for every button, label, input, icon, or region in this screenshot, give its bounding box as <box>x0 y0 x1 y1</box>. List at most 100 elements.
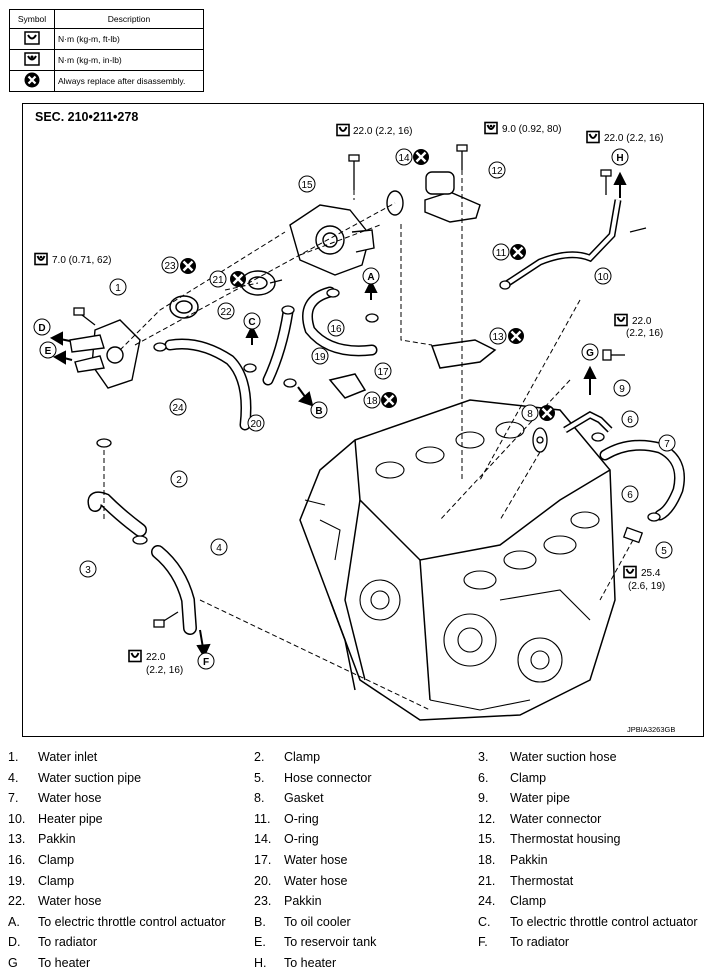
part-number: B. <box>254 914 266 929</box>
leader-lines <box>103 170 634 711</box>
callout-2: 2 <box>170 470 188 488</box>
part-name: To reservoir tank <box>284 935 377 950</box>
svg-text:7: 7 <box>664 439 670 450</box>
part-name: To electric throttle control actuator <box>510 914 698 929</box>
hose-connector <box>622 526 644 544</box>
hoses <box>87 199 685 635</box>
part-name: To heater <box>38 956 91 970</box>
svg-text:4: 4 <box>216 543 222 554</box>
torque-spec: 22.0 (2.2, 16) <box>353 126 412 137</box>
figure-code: JPBIA3263GB <box>627 725 675 734</box>
cooling-system-exploded-diagram: SEC. 210•211•278 <box>33 110 685 734</box>
torque-spec: 25.4 <box>641 568 661 579</box>
parts-list-row: A. To electric throttle control actuator B… <box>0 915 714 935</box>
marker-g: G <box>581 343 599 361</box>
svg-text:2: 2 <box>176 475 182 486</box>
svg-text:18: 18 <box>366 396 378 407</box>
svg-text:5: 5 <box>661 546 667 557</box>
part-number: 22. <box>8 894 26 909</box>
callout-10: 10 <box>594 267 612 285</box>
marker-a: A <box>362 267 380 285</box>
callout-7: 7 <box>658 434 676 452</box>
torque-spec: (2.2, 16) <box>146 665 183 676</box>
pakkin-13 <box>430 339 497 369</box>
part-name: Hose connector <box>284 770 372 785</box>
part-name: Water hose <box>38 894 102 909</box>
water-connector <box>386 171 481 223</box>
part-name: Water suction hose <box>510 750 617 764</box>
callout-17: 17 <box>374 362 392 380</box>
part-number: 23. <box>254 894 272 909</box>
svg-text:14: 14 <box>398 153 410 164</box>
torque-inlb-icon <box>484 121 498 135</box>
part-name: Pakkin <box>38 832 76 847</box>
torque-inlb-icon <box>34 252 48 266</box>
svg-text:C: C <box>248 317 255 328</box>
torque-spec: 22.0 (2.2, 16) <box>604 133 663 144</box>
torque-icon <box>586 130 600 144</box>
svg-text:23: 23 <box>164 261 176 272</box>
always-replace-icon <box>228 269 248 289</box>
part-number: 20. <box>254 873 272 888</box>
svg-text:G: G <box>586 348 594 359</box>
part-number: E. <box>254 935 266 950</box>
part-name: Pakkin <box>284 894 322 909</box>
marker-h: H <box>611 148 629 166</box>
part-number: 19. <box>8 873 26 888</box>
callout-8: 8 <box>521 404 539 422</box>
part-name: O-ring <box>284 811 319 826</box>
bolts <box>73 144 647 628</box>
callout-5: 5 <box>655 541 673 559</box>
pakkin-18 <box>328 373 367 399</box>
marker-f: F <box>197 652 215 670</box>
pakkin-ring <box>169 295 199 319</box>
svg-text:E: E <box>45 346 52 357</box>
part-number: H. <box>254 956 267 970</box>
part-number: 5. <box>254 770 265 785</box>
callout-14: 14 <box>395 148 413 166</box>
always-replace-icon <box>537 403 557 423</box>
part-name: To radiator <box>38 935 98 950</box>
torque-spec: 7.0 (0.71, 62) <box>52 255 111 266</box>
callout-24: 24 <box>169 398 187 416</box>
svg-text:10: 10 <box>597 272 609 283</box>
part-number: D. <box>8 935 21 950</box>
torque-spec: 22.0 <box>632 316 652 327</box>
torque-icon <box>623 565 637 579</box>
part-name: Gasket <box>284 791 324 806</box>
callout-13: 13 <box>489 327 507 345</box>
part-name: O-ring <box>284 832 319 847</box>
callout-22: 22 <box>217 302 235 320</box>
svg-text:13: 13 <box>492 332 504 343</box>
marker-e: E <box>39 341 57 359</box>
callout-3: 3 <box>79 560 97 578</box>
flow-arrows <box>49 171 627 659</box>
callout-6b: 6 <box>621 485 639 503</box>
part-number: 17. <box>254 853 272 867</box>
torque-nm-kgm-ftlb-icon <box>9 28 55 50</box>
svg-text:16: 16 <box>330 324 342 335</box>
part-number: 18. <box>478 853 496 867</box>
engine-block <box>299 399 616 721</box>
callout-19: 19 <box>311 347 329 365</box>
svg-text:21: 21 <box>212 275 224 286</box>
part-name: Water hose <box>38 791 102 806</box>
part-name: Water connector <box>510 811 602 826</box>
part-number: 11. <box>254 811 271 826</box>
torque-spec: (2.2, 16) <box>626 328 663 339</box>
water-inlet <box>69 319 141 389</box>
part-name: Water hose <box>284 853 348 867</box>
part-number: A. <box>8 914 20 929</box>
part-name: Clamp <box>510 770 547 785</box>
callouts: 1 2 3 4 5 6 6 7 8 9 10 11 12 13 14 15 16… <box>79 148 676 578</box>
part-number: 1. <box>8 750 19 764</box>
marker-b: B <box>310 401 328 419</box>
torque-spec: 22.0 <box>146 652 166 663</box>
svg-text:11: 11 <box>496 248 507 259</box>
callout-18: 18 <box>363 391 381 409</box>
part-name: Water suction pipe <box>38 770 142 785</box>
